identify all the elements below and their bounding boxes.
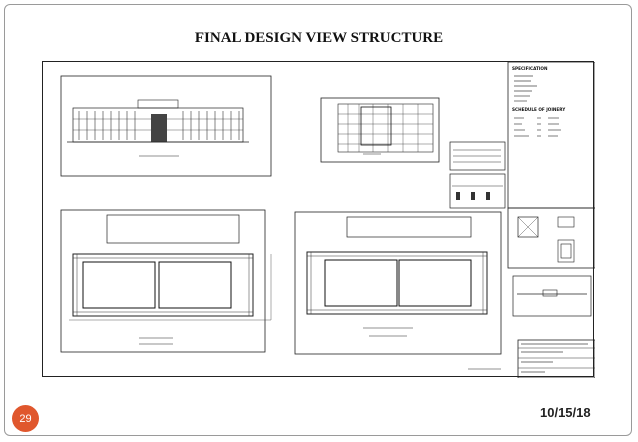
front-elevation	[60, 75, 272, 177]
title-block	[468, 339, 595, 378]
cad-drawing: SPECIFICATION SCHEDULE OF JOINERY	[60, 62, 595, 378]
slide-frame	[4, 4, 632, 436]
slide-date: 10/15/18	[540, 405, 591, 420]
side-section	[320, 97, 440, 163]
detail-drawings	[449, 141, 506, 209]
typical-floor-plan	[294, 211, 502, 355]
ground-floor-plan	[60, 209, 272, 353]
cad-drawing-sheet: SPECIFICATION SCHEDULE OF JOINERY	[42, 61, 595, 378]
slide-title: FINAL DESIGN VIEW STRUCTURE	[194, 30, 444, 46]
page-number-badge: 29	[12, 405, 39, 432]
specification-block: SPECIFICATION SCHEDULE OF JOINERY	[507, 62, 595, 209]
specification-heading: SPECIFICATION	[512, 66, 548, 71]
schedule-heading: SCHEDULE OF JOINERY	[512, 107, 566, 112]
footing-details	[507, 207, 595, 317]
